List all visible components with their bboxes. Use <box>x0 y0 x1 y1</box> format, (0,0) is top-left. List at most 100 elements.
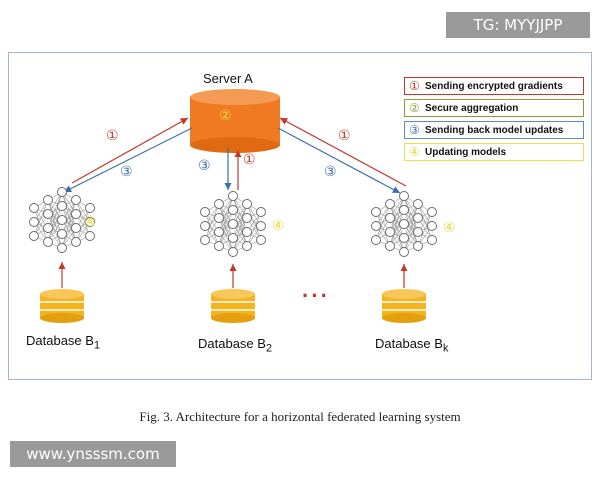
net-connection <box>246 211 262 247</box>
legend-item-secure-aggregation: ② Secure aggregation <box>404 99 584 117</box>
net-node <box>399 191 409 201</box>
legend-marker: ① <box>409 79 420 93</box>
database-subscript: k <box>442 342 449 355</box>
database-label-b2: Database B2 <box>198 336 272 355</box>
legend-label: Updating models <box>425 146 507 158</box>
net-node <box>71 195 81 205</box>
net-node <box>43 223 53 233</box>
server-cylinder <box>190 89 280 153</box>
net-node <box>242 227 252 237</box>
database-bk-icon <box>382 289 426 323</box>
net-node <box>43 195 53 205</box>
step-return-middle: ③ <box>198 158 211 174</box>
net-node <box>385 213 395 223</box>
net-connection <box>403 203 419 253</box>
net-connection <box>204 203 220 241</box>
net-node <box>71 237 81 247</box>
net-node <box>256 221 266 231</box>
net-node <box>57 243 67 253</box>
server-label: Server A <box>203 71 253 86</box>
net-node <box>29 203 39 213</box>
net-node <box>228 247 238 257</box>
net-node <box>427 221 437 231</box>
net-connection <box>218 209 234 247</box>
net-node <box>413 213 423 223</box>
database-name: Database B <box>198 336 266 351</box>
net-node <box>214 241 224 251</box>
net-connection <box>389 195 405 247</box>
net-node <box>71 209 81 219</box>
net-connection <box>403 203 419 239</box>
net-node <box>200 221 210 231</box>
legend-item-updating-models: ④ Updating models <box>404 143 584 161</box>
net-connection <box>232 203 248 253</box>
database-b2-icon <box>211 289 255 323</box>
net-node <box>385 241 395 251</box>
step-send-left: ① <box>106 128 119 144</box>
neural-net-b1 <box>29 187 95 253</box>
net-node <box>413 227 423 237</box>
arrow-send-right <box>279 117 407 187</box>
legend-label: Sending encrypted gradients <box>425 80 563 92</box>
net-node <box>371 235 381 245</box>
net-node <box>242 213 252 223</box>
legend-item-encrypted-gradients: ① Sending encrypted gradients <box>404 77 584 95</box>
net-node <box>385 199 395 209</box>
step-send-middle: ① <box>243 152 256 168</box>
net-connection <box>75 207 91 243</box>
net-node <box>85 217 95 227</box>
watermark-top: TG: MYYJJPP <box>446 12 590 38</box>
watermark-bottom: www.ynsssm.com <box>10 441 176 467</box>
figure-caption: Fig. 3. Architecture for a horizontal fe… <box>139 409 461 424</box>
net-node <box>43 209 53 219</box>
net-node <box>228 233 238 243</box>
arrow-return-left <box>63 127 193 193</box>
net-connection <box>389 209 405 247</box>
neural-net-b2 <box>200 191 266 257</box>
net-connection <box>47 191 63 243</box>
net-node <box>214 213 224 223</box>
step-update-b2: ④ <box>272 218 285 234</box>
net-node <box>228 191 238 201</box>
net-node <box>228 219 238 229</box>
legend-label: Secure aggregation <box>425 102 519 114</box>
net-connection <box>47 191 63 229</box>
step-update-b1: ④ <box>84 214 97 230</box>
net-node <box>71 223 81 233</box>
net-node <box>85 231 95 241</box>
legend-marker: ③ <box>409 123 420 137</box>
net-node <box>29 217 39 227</box>
legend-item-model-updates: ③ Sending back model updates <box>404 121 584 139</box>
step-return-left: ③ <box>120 164 133 180</box>
net-node <box>427 207 437 217</box>
net-node <box>214 227 224 237</box>
net-node <box>371 207 381 217</box>
net-node <box>413 199 423 209</box>
ellipsis: ··· <box>302 283 330 308</box>
net-connection <box>389 195 405 233</box>
step-send-right: ① <box>338 128 351 144</box>
arrow-return-right <box>277 127 401 194</box>
net-node <box>371 221 381 231</box>
net-node <box>413 241 423 251</box>
net-node <box>57 201 67 211</box>
net-node <box>200 207 210 217</box>
database-subscript: 1 <box>93 339 100 352</box>
arrow-send-left <box>71 117 189 184</box>
net-node <box>242 241 252 251</box>
net-connection <box>47 205 63 243</box>
net-node <box>43 237 53 247</box>
net-node <box>29 231 39 241</box>
neural-net-bk <box>371 191 437 257</box>
net-connection <box>417 211 433 247</box>
net-connection <box>232 203 248 239</box>
net-node <box>399 219 409 229</box>
net-node <box>57 215 67 225</box>
net-connection <box>218 195 234 247</box>
net-node <box>385 227 395 237</box>
net-connection <box>218 195 234 233</box>
net-node <box>242 199 252 209</box>
net-connection <box>61 213 77 249</box>
net-node <box>256 207 266 217</box>
